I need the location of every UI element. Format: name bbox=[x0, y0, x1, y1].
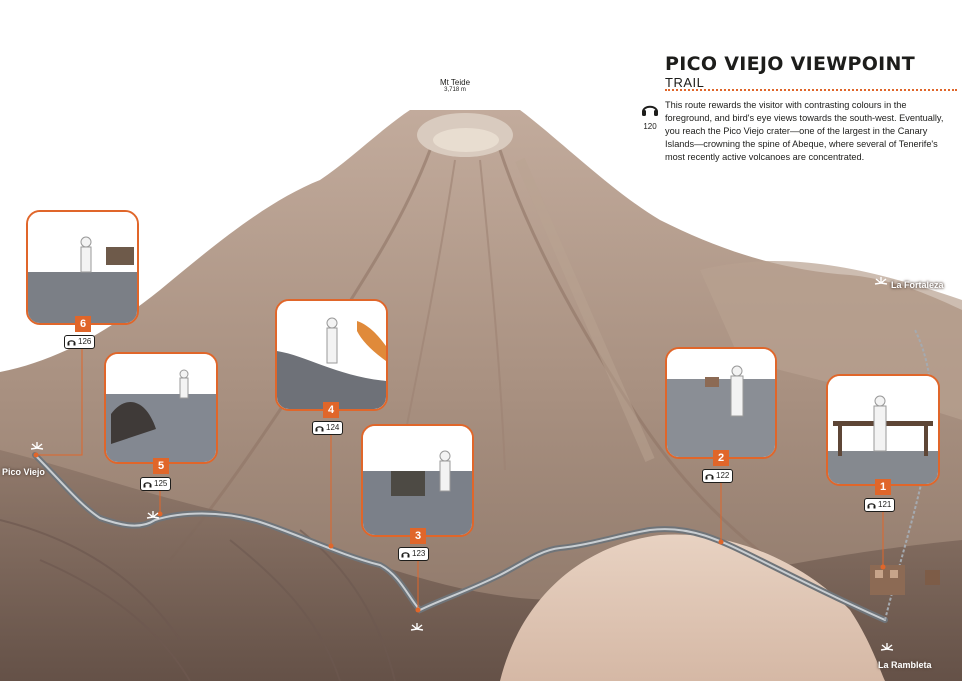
stop-5-audio-number: 125 bbox=[154, 479, 168, 488]
stop-3-badge: 3 bbox=[410, 528, 426, 544]
headphones-icon bbox=[315, 426, 324, 432]
stop-2-badge: 2 bbox=[713, 450, 729, 466]
stop-5-photo[interactable] bbox=[104, 352, 218, 464]
sunburst-icon bbox=[874, 277, 888, 285]
stop-2-photo[interactable] bbox=[665, 347, 777, 459]
stop-1-audio-number: 121 bbox=[878, 500, 892, 509]
sunburst-icon bbox=[410, 623, 424, 631]
viewpoint-sketch bbox=[28, 212, 137, 323]
stop-3-audio-number: 123 bbox=[412, 549, 426, 558]
peak-label: Mt Teide 3,718 m bbox=[425, 78, 485, 93]
sunburst-icon bbox=[30, 442, 44, 450]
stop-6-badge: 6 bbox=[75, 316, 91, 332]
viewpoint-sketch bbox=[277, 301, 386, 409]
stop-1-badge: 1 bbox=[875, 479, 891, 495]
title-divider bbox=[665, 89, 957, 91]
place-la-fortaleza: La Fortaleza bbox=[891, 280, 944, 290]
headphones-icon bbox=[705, 474, 714, 480]
headphones-icon bbox=[67, 340, 76, 346]
stop-4-badge: 4 bbox=[323, 402, 339, 418]
stop-4-audio[interactable]: 124 bbox=[312, 421, 344, 435]
stop-2-audio[interactable]: 122 bbox=[702, 469, 734, 483]
stop-4-photo[interactable] bbox=[275, 299, 388, 411]
sunburst-icon bbox=[146, 511, 160, 519]
place-pico-viejo: Pico Viejo bbox=[2, 467, 45, 477]
viewpoint-sketch bbox=[106, 354, 216, 462]
viewpoint-sketch bbox=[667, 349, 775, 457]
stop-6-audio-number: 126 bbox=[78, 337, 92, 346]
place-la-rambleta: La Rambleta bbox=[878, 660, 932, 670]
stop-1-audio[interactable]: 121 bbox=[864, 498, 896, 512]
stop-1-photo[interactable] bbox=[826, 374, 940, 486]
main-audio-guide[interactable]: 120 bbox=[639, 101, 661, 131]
stop-6-audio[interactable]: 126 bbox=[64, 335, 96, 349]
headphones-icon bbox=[143, 482, 152, 488]
trail-title: PICO VIEJO VIEWPOINT bbox=[665, 53, 916, 75]
trail-subtitle: TRAIL bbox=[665, 75, 705, 90]
headphones-icon bbox=[867, 503, 876, 509]
viewpoint-sketch bbox=[363, 426, 472, 535]
stop-3-audio[interactable]: 123 bbox=[398, 547, 430, 561]
stop-5-audio[interactable]: 125 bbox=[140, 477, 172, 491]
main-audio-number: 120 bbox=[643, 122, 657, 131]
stop-4-audio-number: 124 bbox=[326, 423, 340, 432]
headphones-icon bbox=[642, 105, 658, 116]
sunburst-icon bbox=[880, 643, 894, 651]
peak-name: Mt Teide bbox=[439, 78, 471, 87]
stop-6-photo[interactable] bbox=[26, 210, 139, 325]
trail-description: This route rewards the visitor with cont… bbox=[665, 100, 944, 162]
stop-3-photo[interactable] bbox=[361, 424, 474, 537]
viewpoint-sketch bbox=[828, 376, 938, 484]
peak-height: 3,718 m bbox=[444, 87, 466, 93]
headphones-icon bbox=[401, 552, 410, 558]
stop-2-audio-number: 122 bbox=[716, 471, 730, 480]
stop-5-badge: 5 bbox=[153, 458, 169, 474]
